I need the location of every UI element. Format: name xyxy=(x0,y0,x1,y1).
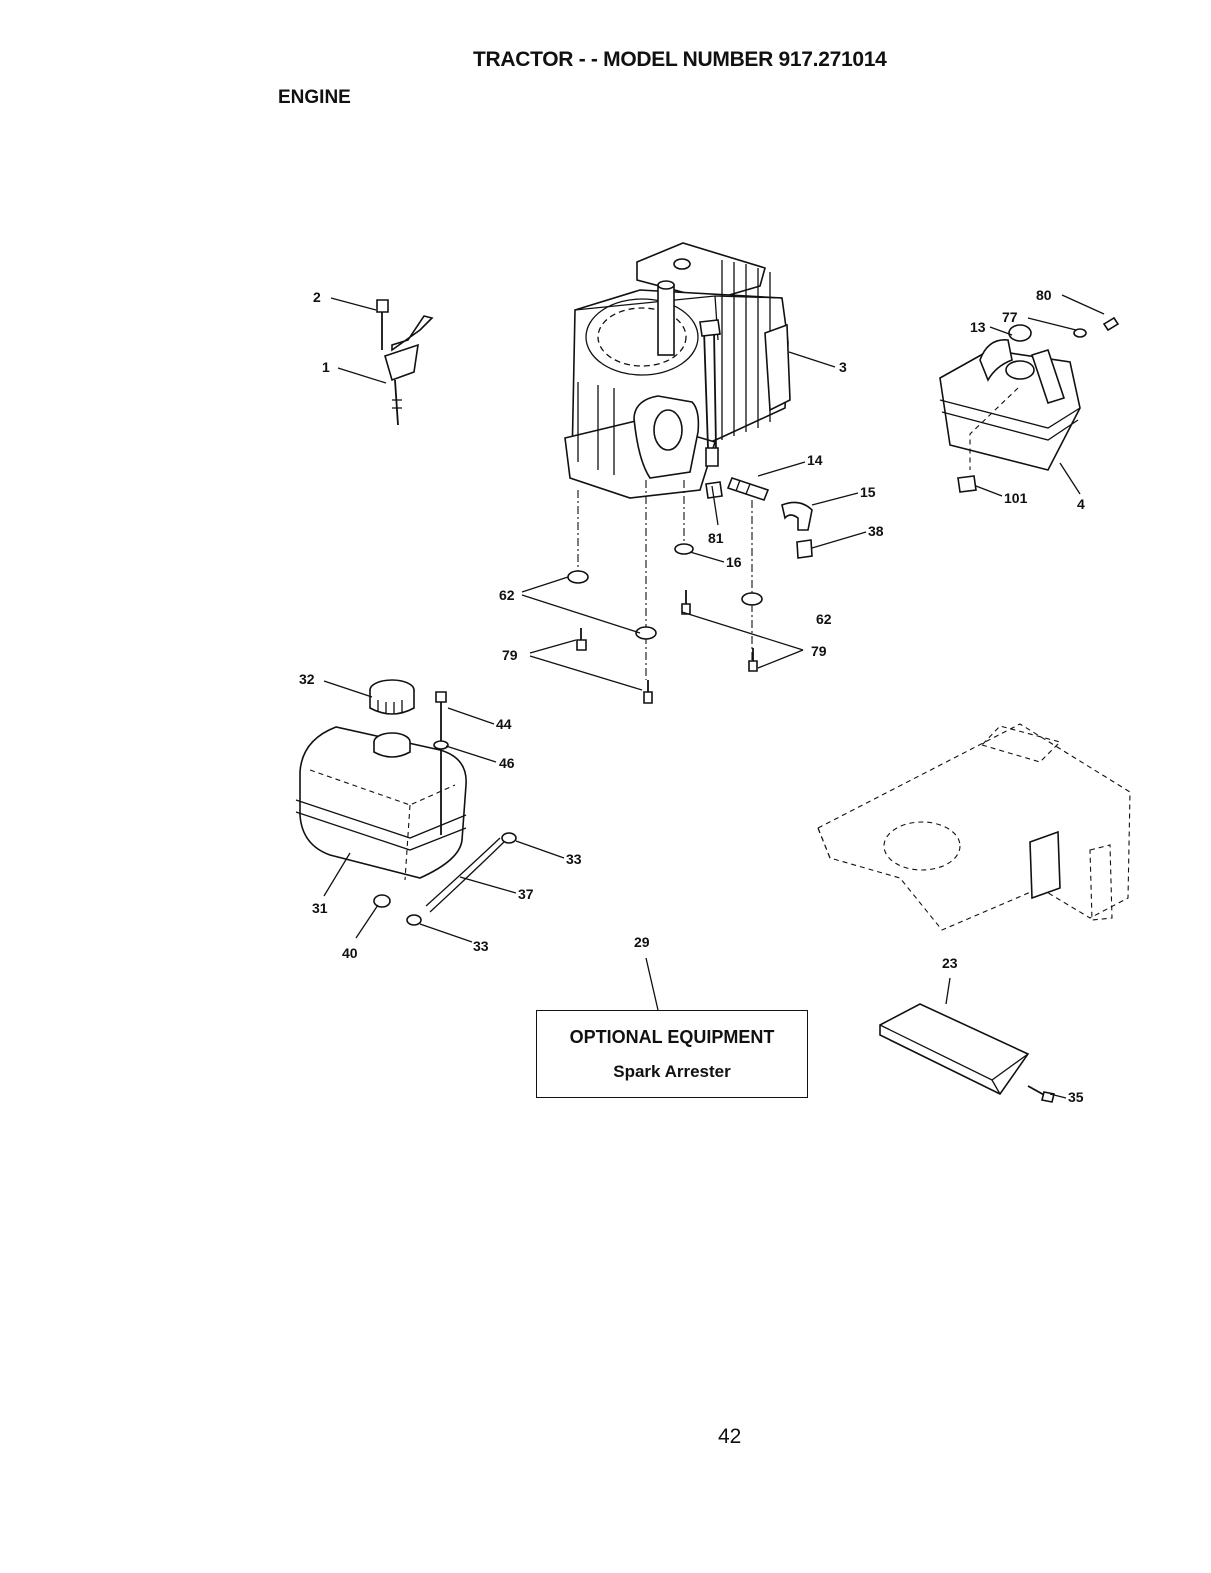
chassis-plate-illustration xyxy=(818,724,1130,930)
callout-101: 101 xyxy=(1004,490,1028,506)
callout-32: 32 xyxy=(299,671,315,687)
callout-81: 81 xyxy=(708,530,724,546)
heat-shield-illustration xyxy=(880,1004,1054,1102)
callout-1: 1 xyxy=(322,359,330,375)
callout-3: 3 xyxy=(839,359,847,375)
callout-44: 44 xyxy=(496,716,512,732)
callout-33-lower: 33 xyxy=(473,938,489,954)
callout-31: 31 xyxy=(312,900,328,916)
callout-33-upper: 33 xyxy=(566,851,582,867)
callout-4: 4 xyxy=(1077,496,1085,512)
engine-illustration xyxy=(565,243,790,498)
callout-79-right: 79 xyxy=(811,643,827,659)
callout-35: 35 xyxy=(1068,1089,1084,1105)
callout-16: 16 xyxy=(726,554,742,570)
mounting-hardware-illustration xyxy=(522,480,803,703)
callout-62-right: 62 xyxy=(816,611,832,627)
optional-equipment-item: Spark Arrester xyxy=(537,1062,807,1082)
callout-79-left: 79 xyxy=(502,647,518,663)
callout-14: 14 xyxy=(807,452,823,468)
callout-62-left: 62 xyxy=(499,587,515,603)
callout-15: 15 xyxy=(860,484,876,500)
callout-40: 40 xyxy=(342,945,358,961)
callout-2: 2 xyxy=(313,289,321,305)
callout-13: 13 xyxy=(970,319,986,335)
muffler-illustration xyxy=(940,318,1118,492)
callout-46: 46 xyxy=(499,755,515,771)
callout-29: 29 xyxy=(634,934,650,950)
callout-38: 38 xyxy=(868,523,884,539)
throttle-control-illustration xyxy=(377,300,432,425)
page-number: 42 xyxy=(718,1425,741,1449)
exhaust-pipe-illustration xyxy=(706,478,812,558)
callout-37: 37 xyxy=(518,886,534,902)
optional-equipment-box: OPTIONAL EQUIPMENT Spark Arrester xyxy=(536,1010,808,1098)
callout-80: 80 xyxy=(1036,287,1052,303)
callout-23: 23 xyxy=(942,955,958,971)
optional-equipment-heading: OPTIONAL EQUIPMENT xyxy=(537,1027,807,1048)
callout-77: 77 xyxy=(1002,309,1018,325)
